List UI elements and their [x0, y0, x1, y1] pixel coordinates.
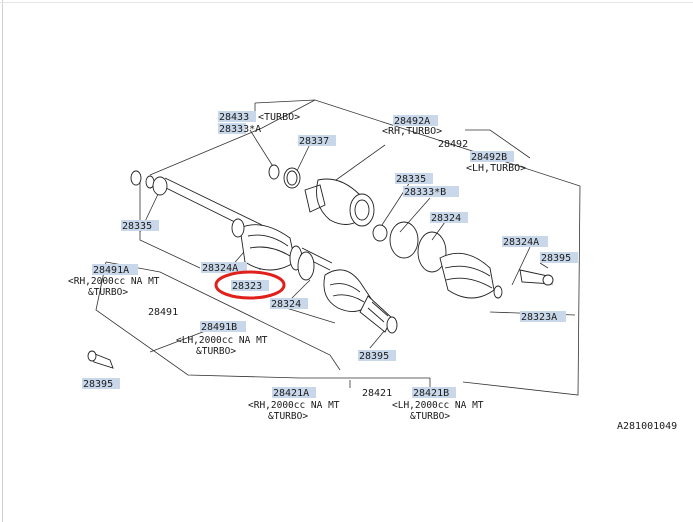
left-border — [2, 0, 3, 522]
label-28492a[interactable]: 28492A — [394, 116, 430, 127]
label-28421b-note1: <LH,2000cc NA MT — [392, 400, 484, 411]
part-labels: 28433 <TURBO> 28333*A 28337 28492A <RH,T… — [68, 111, 578, 422]
label-28492a-note: <RH,TURBO> — [382, 126, 442, 137]
label-28421a-note2: &TURBO> — [268, 411, 308, 422]
highlight-circle — [214, 270, 286, 300]
outer-boot-lower — [323, 269, 373, 313]
label-28333b[interactable]: 28333*B — [404, 187, 446, 198]
label-28335-left[interactable]: 28335 — [122, 221, 152, 232]
label-28421[interactable]: 28421 — [362, 388, 392, 399]
label-28324-top[interactable]: 28324 — [431, 213, 461, 224]
label-28324a-left[interactable]: 28324A — [202, 263, 238, 274]
label-28337[interactable]: 28337 — [299, 136, 329, 147]
label-28395-bottom[interactable]: 28395 — [359, 351, 389, 362]
label-28433-note: <TURBO> — [258, 112, 300, 123]
label-28421a[interactable]: 28421A — [273, 388, 309, 399]
diagram-id: A281001049 — [617, 421, 677, 432]
label-28395-left[interactable]: 28395 — [83, 379, 113, 390]
label-28324a-right[interactable]: 28324A — [503, 237, 539, 248]
label-28491a-note1: <RH,2000cc NA MT — [68, 276, 160, 287]
label-28491a[interactable]: 28491A — [93, 265, 129, 276]
label-28421b[interactable]: 28421B — [413, 388, 449, 399]
label-28333a[interactable]: 28333*A — [219, 124, 261, 135]
label-28433-highlight — [218, 111, 256, 122]
middle-shaft — [297, 247, 333, 281]
top-border — [0, 2, 693, 3]
outer-joint-upper — [304, 178, 375, 227]
label-28492b[interactable]: 28492B — [471, 152, 507, 163]
label-28421a-note1: <RH,2000cc NA MT — [248, 400, 340, 411]
label-28491b[interactable]: 28491B — [201, 322, 237, 333]
label-28491a-note2: &TURBO> — [88, 287, 128, 298]
outer-joint-lower — [359, 295, 398, 334]
label-28323a[interactable]: 28323A — [521, 312, 557, 323]
snap-rings-upper — [268, 164, 447, 273]
label-28324-mid[interactable]: 28324 — [271, 299, 301, 310]
label-28491b-note1: <LH,2000cc NA MT — [176, 335, 268, 346]
label-28323[interactable]: 28323 — [232, 281, 262, 292]
grease-tube-left — [87, 350, 114, 369]
label-28491b-note2: &TURBO> — [196, 346, 236, 357]
label-28491[interactable]: 28491 — [148, 307, 178, 318]
label-28492[interactable]: 28492 — [438, 139, 468, 150]
grease-tube-right — [519, 269, 554, 286]
label-28492b-note: <LH,TURBO> — [466, 163, 526, 174]
label-28421b-note2: &TURBO> — [410, 411, 450, 422]
label-28395-right[interactable]: 28395 — [541, 253, 571, 264]
outer-boot-upper — [439, 252, 503, 299]
label-28433[interactable]: 28433 — [219, 112, 249, 123]
inner-boot — [231, 218, 303, 271]
label-28335-top[interactable]: 28335 — [396, 174, 426, 185]
